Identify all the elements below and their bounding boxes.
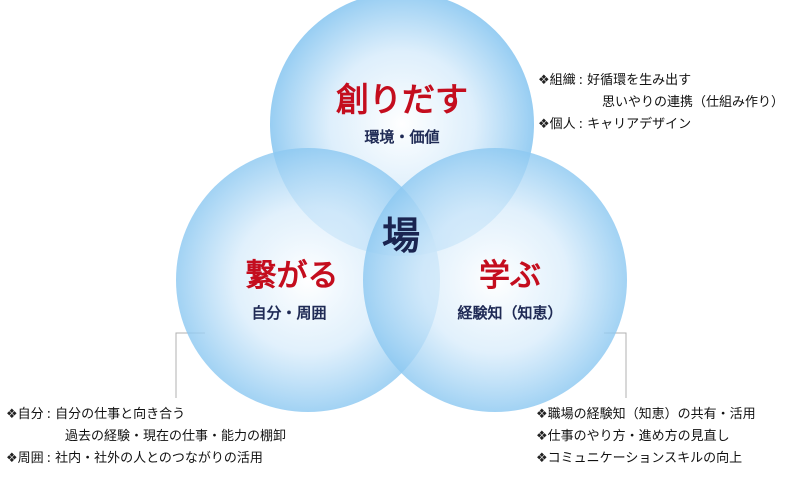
note-separator: : [46,407,52,422]
circle-connect [176,148,440,412]
diamond-bullet-icon: ❖ [536,407,548,422]
diamond-bullet-icon: ❖ [536,429,548,444]
note-text: 思いやりの連携（仕組み作り） [602,95,785,110]
diamond-bullet-icon: ❖ [538,117,550,132]
note-text: 自分の仕事と向き合う [55,407,186,422]
note-text: キャリアデザイン [587,117,692,132]
note-connect-row-surroundings: ❖ 周囲 : 社内・社外の人とのつながりの活用 [6,448,286,470]
center-label: 場 [382,213,420,258]
note-text: 好循環を生み出す [587,73,692,88]
circle-create-subtitle: 環境・価値 [364,128,439,146]
note-learn-item: ❖ 職場の経験知（知恵）の共有・活用 [536,404,756,426]
circle-connect-title: 繋がる [246,258,339,294]
note-create-row-org: ❖ 組織 : 好循環を生み出す [538,70,784,92]
note-label: 周囲 [17,451,44,466]
note-label: 個人 [549,117,576,132]
note-separator: : [578,117,584,132]
circle-learn [363,148,627,412]
note-connect: ❖ 自分 : 自分の仕事と向き合う 過去の経験・現在の仕事・能力の棚卸 ❖ 周囲… [6,404,286,470]
note-text: 職場の経験知（知恵）の共有・活用 [547,407,756,422]
note-label: 自分 [17,407,44,422]
note-connect-row-self: ❖ 自分 : 自分の仕事と向き合う [6,404,286,426]
note-text: 社内・社外の人とのつながりの活用 [55,451,263,466]
note-learn-item: ❖ コミュニケーションスキルの向上 [536,448,756,470]
note-text: 仕事のやり方・進め方の見直し [547,429,730,444]
note-text: コミュニケーションスキルの向上 [547,451,743,466]
circle-create-title: 創りだす [336,80,468,119]
diamond-bullet-icon: ❖ [6,451,18,466]
note-label: 組織 [549,73,576,88]
note-learn: ❖ 職場の経験知（知恵）の共有・活用 ❖ 仕事のやり方・進め方の見直し ❖ コミ… [536,404,756,470]
note-learn-item: ❖ 仕事のやり方・進め方の見直し [536,426,756,448]
note-create: ❖ 組織 : 好循環を生み出す 思いやりの連携（仕組み作り） ❖ 個人 : キャ… [538,70,784,136]
note-separator: : [578,73,584,88]
note-text: 過去の経験・現在の仕事・能力の棚卸 [65,429,287,444]
diamond-bullet-icon: ❖ [538,73,550,88]
diamond-bullet-icon: ❖ [6,407,18,422]
circle-learn-subtitle: 経験知（知恵） [457,304,562,322]
circle-connect-subtitle: 自分・周囲 [251,304,326,322]
note-create-row-person: ❖ 個人 : キャリアデザイン [538,114,784,136]
diamond-bullet-icon: ❖ [536,451,548,466]
note-separator: : [46,451,52,466]
circle-learn-title: 学ぶ [479,258,541,294]
